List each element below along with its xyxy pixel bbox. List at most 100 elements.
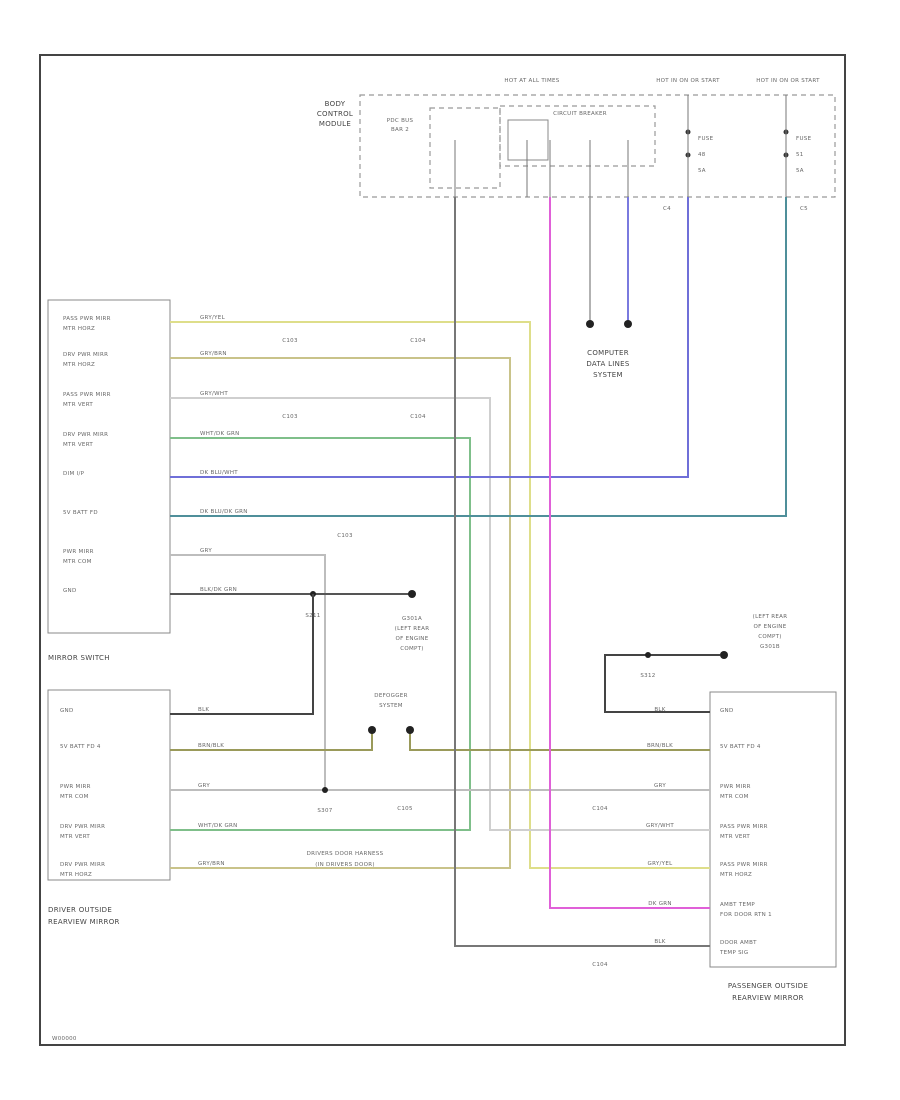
defogger-label-2: SYSTEM	[379, 703, 403, 709]
wire-drv-vert	[170, 437, 471, 831]
passenger-mirror-pin-label: PWR MIRR	[720, 784, 751, 790]
ground-left-1: G301A	[402, 616, 422, 622]
wire-color-label: GRY/BRN	[200, 351, 227, 357]
diagram-id: W00000	[52, 1036, 77, 1042]
passenger-mirror-pin-label: MTR VERT	[720, 834, 750, 840]
wire-color-label: BLK/DK GRN	[200, 587, 237, 593]
data-line-terminal-2	[624, 320, 632, 328]
wire-color-label: GRY	[198, 783, 210, 789]
mirror-switch-pin-label: 5V BATT FD	[63, 510, 98, 516]
wire-color-label: BLK	[654, 707, 665, 713]
driver-mirror-caption-2: REARVIEW MIRROR	[48, 918, 120, 926]
wire-ambt-sig	[454, 197, 710, 947]
mirror-switch-pin-label: MTR VERT	[63, 442, 93, 448]
bcm-pin-stubs	[454, 140, 629, 197]
passenger-mirror-pin-label: MTR HORZ	[720, 872, 752, 878]
driver-mirror-pin-label: PWR MIRR	[60, 784, 91, 790]
driver-mirror-pin-label: 5V BATT FD 4	[60, 744, 101, 750]
mirror-switch-pin-label: DRV PWR MIRR	[63, 432, 108, 438]
wire-color-label: BLK	[654, 939, 665, 945]
diagram-frame	[39, 54, 846, 1046]
wire-color-label: BRN/BLK	[198, 743, 224, 749]
wire-color-label: GRY	[654, 783, 666, 789]
driver-mirror-pin-label: MTR VERT	[60, 834, 90, 840]
connector-c4-label: C4	[663, 206, 671, 212]
fuse-51-label-2: 51	[796, 152, 804, 158]
mirror-switch-pin-label: PASS PWR MIRR	[63, 392, 111, 398]
data-line-terminal-1	[586, 320, 594, 328]
defogger-label-1: DEFOGGER	[374, 693, 407, 699]
mirror-switch-pin-label: MTR HORZ	[63, 362, 95, 368]
hot-in-on-run-2: HOT IN ON OR START	[756, 78, 820, 84]
passenger-mirror-pin-label: PASS PWR MIRR	[720, 862, 768, 868]
ground-g301b-icon	[720, 651, 728, 659]
mirror-switch-pin-label: MTR HORZ	[63, 326, 95, 332]
ground-left-4: COMPT)	[400, 646, 424, 652]
wire-color-label: GRY/YEL	[648, 861, 674, 867]
splice-s211-label: S211	[305, 613, 320, 619]
ground-left-3: OF ENGINE	[395, 636, 428, 642]
splice-s307-label: S307	[317, 808, 332, 814]
wire-color-label: GRY	[200, 548, 212, 554]
ground-right-3: COMPT)	[758, 634, 782, 640]
connector-c5-label: C5	[800, 206, 808, 212]
mirror-switch-pin-label: PASS PWR MIRR	[63, 316, 111, 322]
ground-g301a-icon	[408, 590, 416, 598]
wire-drv-horz	[170, 357, 511, 869]
circuit-breaker-inner	[507, 119, 549, 161]
mirror-switch-pin-label: GND	[63, 588, 77, 594]
splice-s312-icon	[645, 652, 651, 658]
wire-color-label: DK BLU/WHT	[200, 470, 238, 476]
wire-color-label: DK BLU/DK GRN	[200, 509, 248, 515]
mirror-switch-pin-label: DIM I/P	[63, 471, 85, 477]
driver-mirror-pin-label: DRV PWR MIRR	[60, 824, 105, 830]
passenger-mirror-pin-label: DOOR AMBT	[720, 940, 757, 946]
hot-in-on-run-1: HOT IN ON OR START	[656, 78, 720, 84]
wire-mtr-com	[170, 554, 326, 791]
passenger-mirror-pin-label: PASS PWR MIRR	[720, 824, 768, 830]
circuit-breaker-outline	[499, 105, 656, 167]
pdc-bus-outline	[429, 107, 501, 189]
passenger-mirror-pin-label: FOR DOOR RTN 1	[720, 912, 772, 918]
connector-c103-b: C103	[282, 414, 298, 420]
connector-c104-b: C104	[410, 414, 426, 420]
circuit-breaker-label: CIRCUIT BREAKER	[553, 111, 607, 117]
harness-note-1: DRIVERS DOOR HARNESS	[307, 851, 384, 857]
hot-at-all-times: HOT AT ALL TIMES	[504, 78, 559, 84]
mirror-switch-pin-label: DRV PWR MIRR	[63, 352, 108, 358]
driver-mirror-pin-label: MTR COM	[60, 794, 89, 800]
bcm-title-1: BODY	[325, 100, 346, 108]
wire-color-label: GRY/WHT	[646, 823, 674, 829]
mirror-switch-pins: PASS PWR MIRR MTR HORZ DRV PWR MIRR MTR HOR…	[63, 316, 111, 594]
pdc-bus-label-2: BAR 2	[391, 127, 409, 133]
wire-pass-horz	[170, 321, 710, 869]
passenger-mirror-pin-label: MTR COM	[720, 794, 749, 800]
wire-color-label: WHT/DK GRN	[198, 823, 238, 829]
connector-c104-d: C104	[592, 962, 608, 968]
mirror-switch-pin-label: MTR VERT	[63, 402, 93, 408]
wire-color-label: BRN/BLK	[647, 743, 673, 749]
connector-c104-a: C104	[410, 338, 426, 344]
bcm-title-3: MODULE	[319, 120, 351, 128]
computer-data-lines-1: COMPUTER	[587, 349, 629, 357]
passenger-mirror-caption-1: PASSENGER OUTSIDE	[728, 982, 808, 990]
harness-note-2: (IN DRIVERS DOOR)	[315, 862, 375, 868]
passenger-mirror-caption-2: REARVIEW MIRROR	[732, 994, 804, 1002]
bcm-title-2: CONTROL	[317, 110, 353, 118]
wire-pass-vert	[170, 397, 710, 831]
fuse-51-label-1: FUSE	[796, 136, 812, 142]
wire-color-label: GRY/YEL	[200, 315, 226, 321]
connector-c105: C105	[397, 806, 413, 812]
wire-driver-5v	[170, 732, 373, 751]
splice-s307-icon	[322, 787, 328, 793]
computer-data-lines-3: SYSTEM	[593, 371, 623, 379]
mirror-switch-pin-label: MTR COM	[63, 559, 92, 565]
pdc-bus-label-1: PDC BUS	[387, 118, 414, 124]
fuse-48-label-1: FUSE	[698, 136, 714, 142]
passenger-mirror-pin-label: 5V BATT FD 4	[720, 744, 761, 750]
